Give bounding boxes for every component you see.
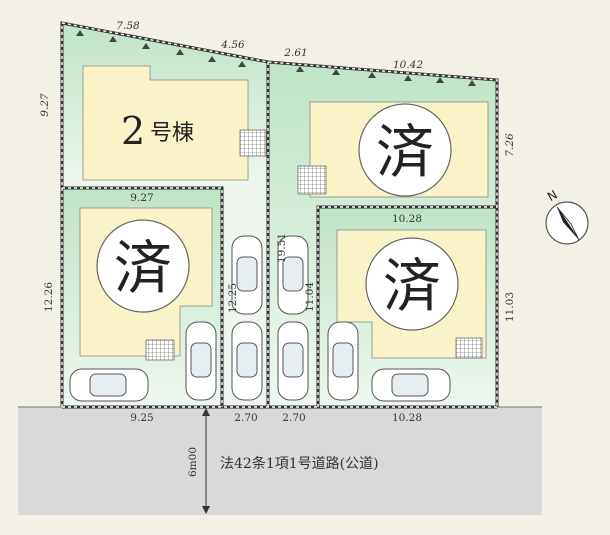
dim-bottomright-bottom: 10.28 bbox=[392, 412, 422, 424]
car-4 bbox=[231, 321, 263, 401]
lot-2-building-suffix: 号棟 bbox=[150, 121, 194, 146]
compass-north-label: N bbox=[545, 187, 560, 204]
car-6 bbox=[277, 321, 309, 401]
lot-bottom-left-meter-grid bbox=[145, 339, 175, 361]
road-width-label: 6m00 bbox=[187, 447, 199, 477]
lot-bottom-right-meter-grid bbox=[455, 337, 483, 359]
lot-2-meter-grid bbox=[239, 129, 267, 157]
dim-topright-top-right: 10.42 bbox=[393, 59, 423, 71]
dim-topright-right: 7.26 bbox=[504, 133, 516, 157]
car-2 bbox=[185, 321, 217, 401]
car-7 bbox=[327, 321, 359, 401]
lot-top-right-sold-mark: 済 bbox=[376, 118, 434, 186]
fence-posts bbox=[76, 30, 476, 86]
north-compass-icon bbox=[545, 201, 589, 245]
dim-driveway-left-width: 2.70 bbox=[234, 412, 257, 424]
lot-bottom-left-sold-badge: 済 bbox=[96, 219, 190, 313]
lot-bottom-right-sold-badge: 済 bbox=[365, 237, 459, 331]
lot-bottom-right-sold-mark: 済 bbox=[383, 252, 441, 320]
road-label: 法42条1項1号道路(公道) bbox=[220, 455, 379, 472]
dim-topright-top-left: 2.61 bbox=[283, 47, 307, 59]
car-8 bbox=[371, 368, 451, 402]
dim-driveway-left-length: 12.25 bbox=[227, 283, 239, 313]
car-1 bbox=[69, 368, 149, 402]
lot-bottom-left-sold-mark: 済 bbox=[114, 234, 172, 302]
car-5 bbox=[277, 235, 309, 315]
lot-top-right-sold-badge: 済 bbox=[358, 103, 452, 197]
dim-driveway-center-upper: 19.51 bbox=[276, 233, 288, 263]
dim-bottomleft-top: 9.27 bbox=[130, 192, 153, 204]
dim-lot2-top-left: 7.58 bbox=[116, 20, 140, 32]
car-icons bbox=[69, 235, 451, 402]
road-width-arrow bbox=[202, 408, 210, 514]
dim-lot2-top-right: 4.56 bbox=[220, 39, 245, 51]
dim-bottomleft-left: 12.26 bbox=[43, 282, 55, 312]
dim-driveway-right-width: 2.70 bbox=[282, 412, 305, 424]
car-3 bbox=[231, 235, 263, 315]
lot-top-right-meter-grid bbox=[297, 165, 327, 195]
dim-bottomright-top: 10.28 bbox=[392, 213, 422, 225]
lot-2-house bbox=[82, 65, 249, 181]
road-area bbox=[18, 407, 542, 515]
lot-boundaries-dash bbox=[61, 22, 498, 408]
dim-bottomright-right: 11.03 bbox=[504, 292, 516, 322]
lot-2-building-number: 2 bbox=[121, 109, 145, 153]
dim-driveway-center-lower: 11.04 bbox=[304, 282, 316, 312]
dim-bottomleft-bottom: 9.25 bbox=[130, 412, 153, 424]
dim-lot2-left: 9.27 bbox=[39, 93, 51, 117]
